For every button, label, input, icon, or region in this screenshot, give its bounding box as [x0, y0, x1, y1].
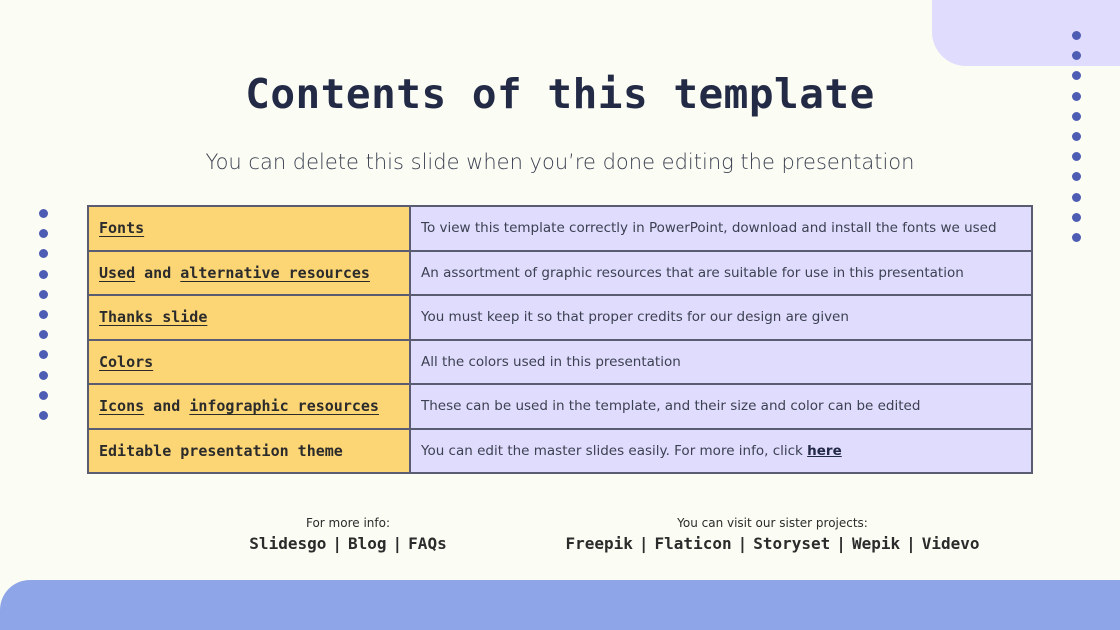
- dot-icon: [38, 390, 48, 400]
- table-row: Used and alternative resources An assort…: [87, 249, 1033, 296]
- row-description: You can edit the master slides easily. F…: [409, 427, 1033, 474]
- alternative-resources-link[interactable]: alternative resources: [180, 263, 370, 282]
- separator: |: [392, 534, 403, 553]
- row-label: Used and alternative resources: [87, 249, 411, 296]
- dot-icon: [38, 330, 48, 340]
- row-label: Icons and infographic resources: [87, 383, 411, 430]
- table-row: Thanks slide You must keep it so that pr…: [87, 294, 1033, 341]
- dot-icon: [38, 370, 48, 380]
- table-row: Fonts To view this template correctly in…: [87, 205, 1033, 252]
- description-text: You can edit the master slides easily. F…: [421, 442, 808, 459]
- row-description: An assortment of graphic resources that …: [409, 249, 1033, 296]
- wepik-link[interactable]: Wepik: [851, 534, 901, 553]
- colors-link[interactable]: Colors: [99, 352, 154, 371]
- faqs-link[interactable]: FAQs: [408, 534, 447, 553]
- icons-link[interactable]: Icons: [99, 397, 145, 416]
- freepik-link[interactable]: Freepik: [565, 534, 633, 553]
- dots-column-left: [38, 209, 48, 420]
- label-connector-text: and: [135, 263, 181, 282]
- dot-icon: [1072, 51, 1081, 61]
- here-link[interactable]: here: [807, 442, 842, 459]
- separator: |: [906, 534, 916, 553]
- storyset-link[interactable]: Storyset: [753, 534, 831, 553]
- bottom-decoration-band: [0, 580, 1120, 630]
- footer-caption: For more info:: [305, 516, 390, 530]
- dot-icon: [38, 309, 48, 319]
- row-description: All the colors used in this presentation: [409, 338, 1033, 385]
- row-description: You must keep it so that proper credits …: [409, 294, 1033, 341]
- dot-icon: [1072, 172, 1081, 182]
- dots-column-right: [1072, 31, 1081, 242]
- fonts-link[interactable]: Fonts: [99, 219, 145, 238]
- row-description: To view this template correctly in Power…: [409, 205, 1033, 252]
- thanks-slide-link[interactable]: Thanks slide: [99, 308, 208, 327]
- dot-icon: [1072, 111, 1081, 121]
- row-label: Editable presentation theme: [87, 427, 411, 474]
- page-title: Contents of this template: [245, 70, 875, 118]
- footer-caption: You can visit our sister projects:: [677, 516, 868, 530]
- separator: |: [836, 534, 846, 553]
- row-label: Fonts: [87, 205, 411, 252]
- dot-icon: [1072, 71, 1081, 81]
- separator: |: [332, 534, 342, 553]
- editable-theme-label: Editable presentation theme: [99, 441, 343, 460]
- footer-more-info: For more info: Slidesgo | Blog | FAQs: [232, 516, 464, 553]
- dot-icon: [1072, 212, 1081, 222]
- footer-links: Freepik | Flaticon | Storyset | Wepik | Videvo: [545, 534, 1000, 553]
- dot-icon: [38, 249, 48, 259]
- footer-sister-projects: You can visit our sister projects: Freep…: [545, 516, 1000, 553]
- footer-links: Slidesgo | Blog | FAQs: [232, 534, 464, 553]
- infographic-resources-link[interactable]: infographic resources: [189, 397, 379, 416]
- separator: |: [638, 534, 649, 553]
- flaticon-link[interactable]: Flaticon: [654, 534, 732, 553]
- dot-icon: [1072, 192, 1081, 202]
- dot-icon: [38, 209, 48, 218]
- dot-icon: [1072, 152, 1081, 162]
- videvo-link[interactable]: Videvo: [921, 534, 980, 553]
- dot-icon: [1072, 31, 1081, 40]
- row-label: Thanks slide: [87, 294, 411, 341]
- label-connector-text: and: [144, 397, 190, 416]
- separator: |: [737, 534, 748, 553]
- used-resources-link[interactable]: Used: [99, 263, 136, 282]
- page-subtitle: You can delete this slide when you’re do…: [205, 150, 915, 174]
- contents-table: Fonts To view this template correctly in…: [87, 205, 1033, 474]
- dot-icon: [38, 229, 48, 239]
- corner-decoration-shape: [932, 0, 1120, 66]
- blog-link[interactable]: Blog: [348, 534, 387, 553]
- slidesgo-link[interactable]: Slidesgo: [249, 534, 327, 553]
- dot-icon: [38, 410, 48, 420]
- dot-icon: [1072, 91, 1081, 101]
- dot-icon: [38, 269, 48, 279]
- dot-icon: [1072, 232, 1081, 242]
- table-row: Icons and infographic resources These ca…: [87, 383, 1033, 430]
- dot-icon: [1072, 131, 1081, 141]
- row-description: These can be used in the template, and t…: [409, 383, 1033, 430]
- table-row: Editable presentation theme You can edit…: [87, 427, 1033, 474]
- dot-icon: [38, 350, 48, 360]
- row-label: Colors: [87, 338, 411, 385]
- table-row: Colors All the colors used in this prese…: [87, 338, 1033, 385]
- dot-icon: [38, 289, 48, 299]
